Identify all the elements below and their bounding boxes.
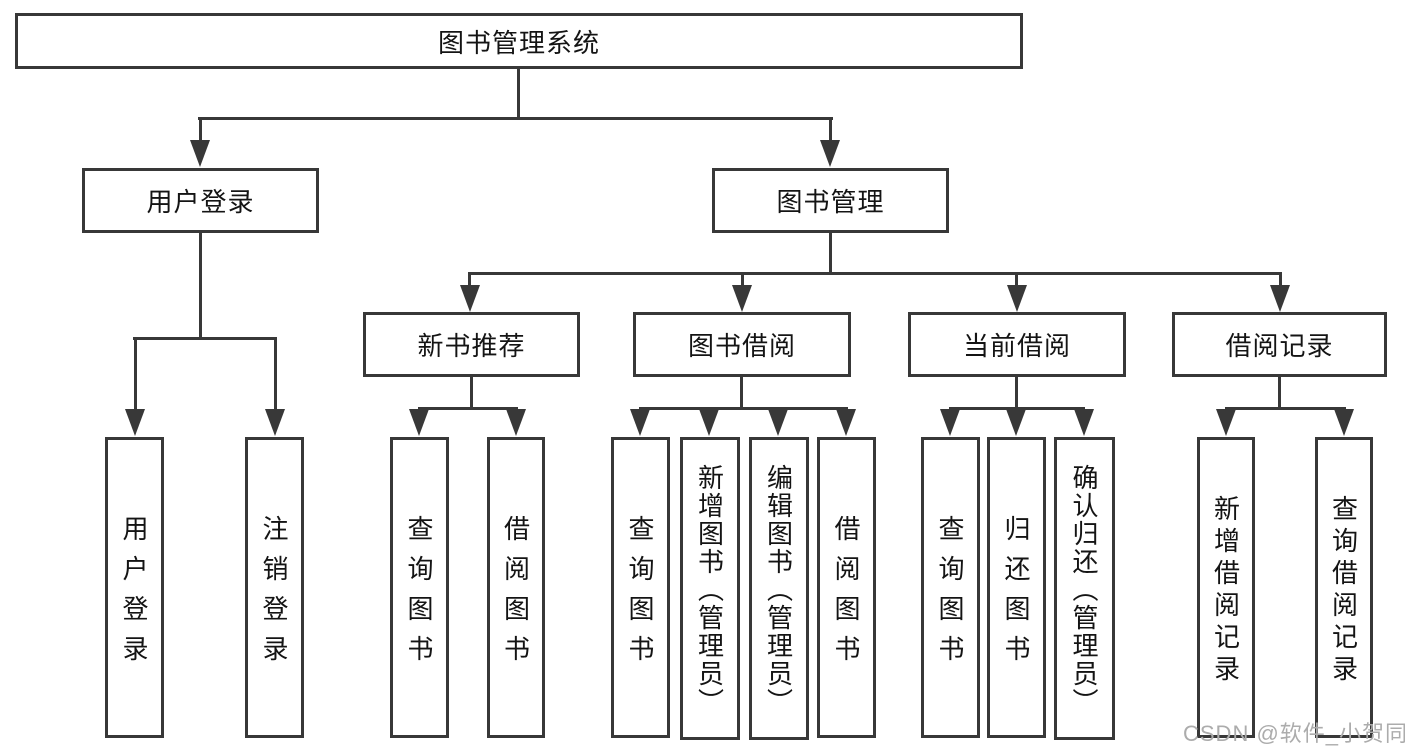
arrow-down-icon bbox=[768, 409, 788, 436]
arrow-down-icon bbox=[460, 285, 480, 312]
leaf-user-login-label: 用户登录 bbox=[119, 514, 149, 675]
arrow-down-icon bbox=[265, 409, 285, 436]
leaf-label: 查询图书 bbox=[625, 514, 655, 675]
csdn-watermark: CSDN @软件_小贺同学 bbox=[1183, 721, 1405, 746]
arrow-down-icon bbox=[506, 409, 526, 436]
leaf-label: 借阅图书 bbox=[500, 514, 531, 675]
node-book-management-label: 图书管理 bbox=[776, 187, 885, 217]
leaf-return-books: 归还图书 bbox=[987, 437, 1046, 738]
node-user-login: 用户登录 bbox=[82, 168, 319, 233]
connector-line bbox=[198, 117, 833, 120]
connector-line bbox=[829, 233, 832, 274]
leaf-label: 编辑图书（管理员） bbox=[763, 463, 794, 716]
arrow-down-icon bbox=[1270, 285, 1290, 312]
connector-line bbox=[639, 407, 848, 410]
arrow-down-icon bbox=[190, 140, 210, 167]
leaf-label: 查询借阅记录 bbox=[1328, 494, 1359, 687]
connector-line bbox=[1278, 377, 1281, 409]
leaf-logout: 注销登录 bbox=[245, 437, 304, 738]
node-current-borrow-label: 当前借阅 bbox=[962, 331, 1071, 361]
connector-line bbox=[468, 272, 471, 288]
node-new-book-recommend: 新书推荐 bbox=[363, 312, 580, 377]
leaf-query-books-recommend: 查询图书 bbox=[390, 437, 449, 738]
node-book-borrow: 图书借阅 bbox=[633, 312, 851, 377]
leaf-label: 借阅图书 bbox=[831, 514, 861, 675]
connector-line bbox=[274, 337, 277, 411]
arrow-down-icon bbox=[630, 409, 650, 436]
connector-line bbox=[949, 407, 1085, 410]
leaf-logout-label: 注销登录 bbox=[259, 514, 289, 675]
connector-line bbox=[741, 272, 744, 288]
arrow-down-icon bbox=[409, 409, 429, 436]
connector-line bbox=[133, 337, 277, 340]
arrow-down-icon bbox=[732, 285, 752, 312]
node-borrow-records-label: 借阅记录 bbox=[1225, 331, 1334, 361]
leaf-label: 查询图书 bbox=[404, 514, 434, 675]
leaf-query-books-current: 查询图书 bbox=[921, 437, 980, 738]
arrow-down-icon bbox=[699, 409, 719, 436]
leaf-label: 查询图书 bbox=[935, 514, 965, 675]
leaf-label: 新增图书（管理员） bbox=[694, 463, 725, 716]
connector-line bbox=[470, 377, 473, 409]
connector-line bbox=[1279, 272, 1282, 288]
leaf-label: 新增借阅记录 bbox=[1210, 494, 1241, 687]
leaf-confirm-return-admin: 确认归还（管理员） bbox=[1054, 437, 1115, 740]
arrow-down-icon bbox=[940, 409, 960, 436]
arrow-down-icon bbox=[1216, 409, 1236, 436]
node-library-system: 图书管理系统 bbox=[15, 13, 1023, 69]
leaf-label: 确认归还（管理员） bbox=[1069, 463, 1099, 716]
connector-line bbox=[134, 337, 137, 411]
arrow-down-icon bbox=[1006, 409, 1026, 436]
node-borrow-records: 借阅记录 bbox=[1172, 312, 1387, 377]
node-library-system-label: 图书管理系统 bbox=[437, 27, 600, 58]
leaf-user-login: 用户登录 bbox=[105, 437, 164, 738]
connector-line bbox=[740, 377, 743, 409]
connector-line bbox=[517, 69, 520, 119]
arrow-down-icon bbox=[125, 409, 145, 436]
connector-line bbox=[1015, 272, 1018, 288]
connector-line bbox=[829, 117, 832, 145]
leaf-query-borrow-record: 查询借阅记录 bbox=[1315, 437, 1373, 738]
leaf-add-books-admin: 新增图书（管理员） bbox=[680, 437, 740, 740]
arrow-down-icon bbox=[1074, 409, 1094, 436]
arrow-down-icon bbox=[1334, 409, 1354, 436]
connector-line bbox=[418, 407, 518, 410]
arrow-down-icon bbox=[1007, 285, 1027, 312]
leaf-borrow-books-recommend: 借阅图书 bbox=[487, 437, 545, 738]
leaf-add-borrow-record: 新增借阅记录 bbox=[1197, 437, 1255, 738]
node-user-login-label: 用户登录 bbox=[146, 187, 255, 217]
arrow-down-icon bbox=[836, 409, 856, 436]
arrow-down-icon bbox=[820, 140, 840, 167]
node-book-management: 图书管理 bbox=[712, 168, 949, 233]
connector-line bbox=[199, 117, 202, 145]
connector-line bbox=[1015, 377, 1018, 409]
node-book-borrow-label: 图书借阅 bbox=[687, 331, 796, 361]
leaf-query-books-borrow: 查询图书 bbox=[611, 437, 670, 738]
node-current-borrow: 当前借阅 bbox=[908, 312, 1126, 377]
leaf-borrow-books: 借阅图书 bbox=[817, 437, 876, 738]
leaf-label: 归还图书 bbox=[1001, 514, 1031, 675]
connector-line bbox=[468, 272, 1282, 275]
connector-line bbox=[1225, 407, 1346, 410]
node-new-book-recommend-label: 新书推荐 bbox=[417, 331, 526, 361]
leaf-edit-books-admin: 编辑图书（管理员） bbox=[749, 437, 809, 740]
connector-line bbox=[199, 233, 202, 339]
